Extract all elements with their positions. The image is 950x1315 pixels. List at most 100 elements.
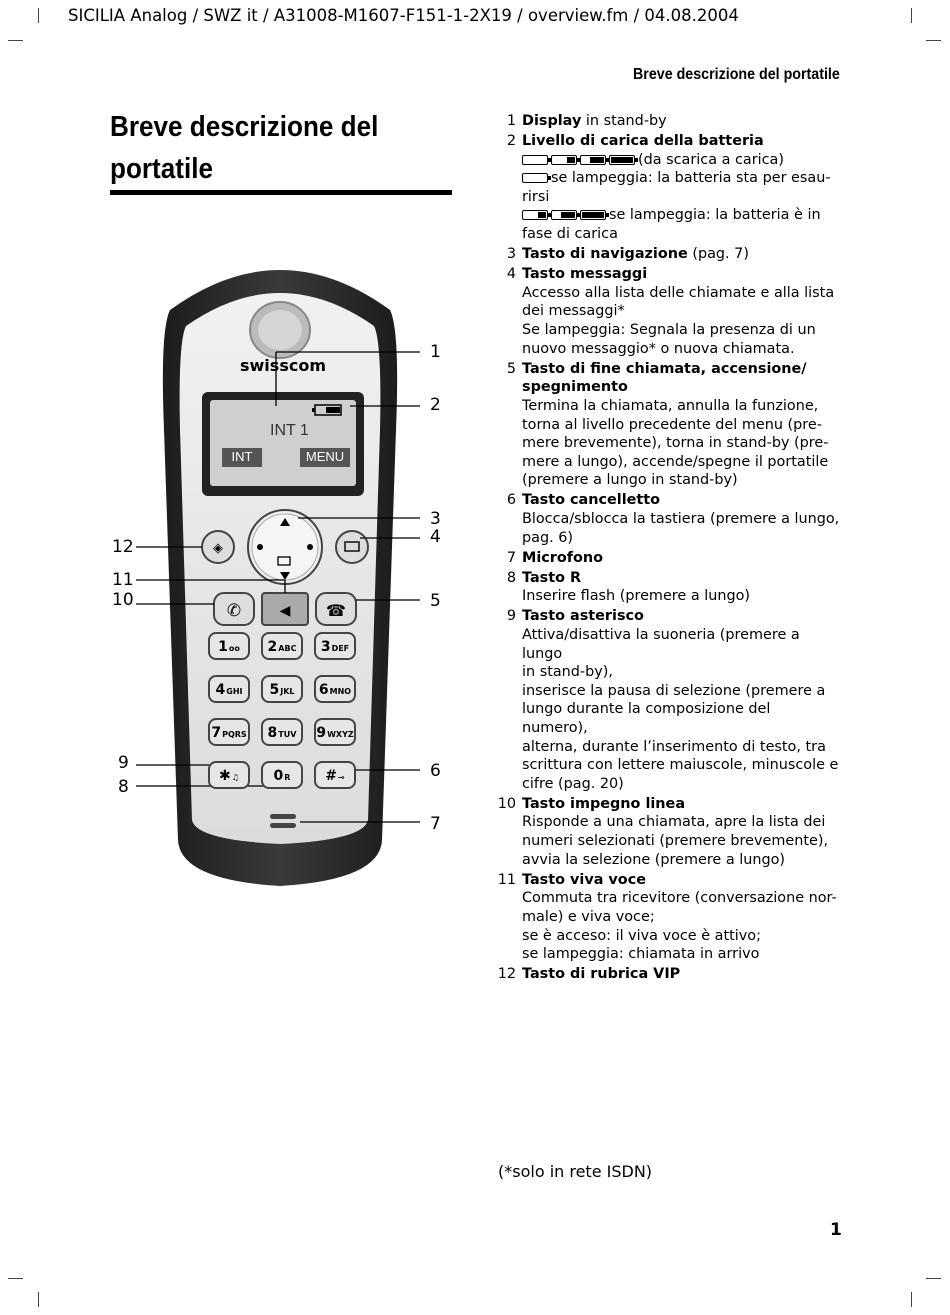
keypad-key: 1oo	[208, 632, 250, 660]
list-item-number: 10	[497, 795, 516, 812]
list-item-text: Risponde a una chiamata, apre la lista d…	[522, 813, 844, 832]
list-item-title: Display	[522, 113, 582, 129]
keypad-key-letters: DEF	[331, 644, 350, 653]
list-item-text: Attiva/disattiva la suoneria (premere a …	[522, 626, 844, 663]
list-item-number: 9	[506, 608, 516, 625]
list-item-text-content: se lampeggia: la batteria è in	[609, 207, 821, 224]
list-item-text-content: numeri selezionati (premere brevemente),	[522, 833, 829, 850]
keypad-key: 3DEF	[314, 632, 356, 660]
title-rule	[110, 190, 452, 195]
keypad-key-digit: 8	[267, 725, 278, 741]
keypad-key-digit: #	[325, 768, 338, 784]
list-item-text: Commuta tra ricevitore (conversazione no…	[522, 889, 844, 908]
list-item-text: fase di carica	[522, 225, 844, 244]
list-item-title-line: spegnimento	[522, 379, 628, 396]
callout-number: 3	[430, 509, 441, 529]
list-item-text: mere brevemente), torna in stand-by (pre…	[522, 434, 844, 453]
page-title-line: Breve descrizione del	[110, 111, 379, 143]
crop-mark	[38, 8, 39, 23]
list-item-text: lungo durante la composizione del	[522, 700, 844, 719]
list-item-text-content: Accesso alla lista delle chiamate e alla…	[522, 284, 835, 301]
keypad-key-letters: GHI	[226, 687, 243, 696]
list-item-text: alterna, durante l’inserimento di testo,…	[522, 738, 844, 757]
crop-mark	[926, 40, 941, 41]
list-item-text-content: dei messaggi*	[522, 303, 625, 320]
callout-number: 11	[112, 570, 134, 590]
battery-icon	[522, 210, 551, 221]
list-item-text: cifre (pag. 20)	[522, 775, 844, 794]
keypad-key-digit: 2	[267, 639, 278, 655]
keypad-key-digit: 1	[218, 639, 228, 655]
list-item-title-line: Tasto di fine chiamata, accensione/	[522, 360, 807, 377]
battery-icon	[580, 210, 609, 221]
list-item-number: 4	[506, 266, 516, 283]
list-item-text: se lampeggia: la batteria è in	[522, 206, 844, 225]
list-item-text: se lampeggia: la batteria sta per esau-	[522, 169, 844, 188]
list-item-text: Termina la chiamata, annulla la funzione…	[522, 397, 844, 416]
crop-mark	[926, 1278, 941, 1279]
svg-text:✆: ✆	[227, 601, 241, 621]
list-item-text-content: Inserire flash (premere a lungo)	[522, 588, 751, 605]
list-item-title: Microfono	[522, 549, 604, 566]
list-item-text-content: Risponde a una chiamata, apre la lista d…	[522, 814, 826, 831]
list-item-title: Tasto asterisco	[522, 608, 644, 625]
list-item-text-content: scrittura con lettere maiuscole, minusco…	[522, 757, 839, 774]
keypad-key: 2ABC	[261, 632, 303, 660]
keypad-key-letters: oo	[228, 644, 240, 653]
crop-mark	[38, 1292, 39, 1307]
list-item-text-content: pag. 6)	[522, 529, 574, 546]
list-item-text: numeri selezionati (premere brevemente),	[522, 832, 844, 851]
list-item-text: numero),	[522, 719, 844, 738]
handset-drawing: ◈ ✆ ◀ ☎	[136, 270, 420, 886]
keypad-key-letters: ♫	[231, 773, 239, 782]
keypad-key-letters: R	[284, 773, 291, 782]
keypad-key-digit: 4	[215, 682, 226, 698]
list-item-number: 2	[506, 133, 516, 150]
list-item-text-content: male) e viva voce;	[522, 908, 655, 925]
list-item-title: Tasto viva voce	[522, 871, 646, 888]
brand-logo: swisscom	[240, 356, 326, 375]
callout-number: 4	[430, 527, 441, 547]
crop-mark	[911, 8, 912, 23]
softkey-int: INT	[231, 449, 253, 464]
list-item-text: se è acceso: il viva voce è attivo;	[522, 927, 844, 946]
keypad-key: #⊸	[314, 761, 356, 789]
list-item-text: inserisce la pausa di selezione (premere…	[522, 682, 844, 701]
list-item-text-content: numero),	[522, 720, 588, 736]
callout-number: 9	[118, 753, 129, 773]
list-item-text-content: Commuta tra ricevitore (conversazione no…	[522, 890, 837, 907]
handset-illustration: ◈ ✆ ◀ ☎ swisscom INT 1 INT MENU 1oo 2ABC 3…	[100, 250, 460, 890]
list-item-text-content: se è acceso: il viva voce è attivo;	[522, 927, 761, 944]
display-text: INT 1	[270, 422, 309, 439]
list-item-text-content: se lampeggia: chiamata in arrivo	[522, 946, 760, 963]
list-item-text: (premere a lungo in stand-by)	[522, 471, 844, 490]
keypad-key-digit: 0	[273, 768, 284, 784]
keypad-key-letters: MNO	[329, 687, 352, 696]
list-item-text: (pag. 7)	[692, 246, 749, 263]
svg-text:☎: ☎	[326, 601, 346, 620]
list-item-text: in stand-by),	[522, 663, 844, 682]
list-item-title: Livello di carica della batteria	[522, 133, 764, 150]
keypad-key-digit: 3	[320, 639, 331, 655]
file-header: SICILIA Analog / SWZ it / A31008-M1607-F…	[68, 6, 739, 25]
list-item-text-content: fase di carica	[522, 226, 618, 243]
keypad-key: 0R	[261, 761, 303, 789]
keypad-key-letters: WXYZ	[327, 730, 354, 739]
list-item-number: 3	[506, 246, 516, 263]
list-item-text-content: in stand-by),	[522, 664, 613, 681]
footnote: (*solo in rete ISDN)	[498, 1162, 653, 1181]
list-item-text-content: torna al livello precedente del menu (pr…	[522, 416, 822, 433]
callout-number: 7	[430, 814, 441, 834]
list-item-title: Tasto messaggi	[522, 266, 648, 283]
softkey-menu: MENU	[305, 449, 345, 464]
callout-number: 8	[118, 777, 129, 797]
list-item-title: Tasto cancelletto	[522, 492, 661, 509]
list-item-number: 6	[506, 492, 516, 509]
list-item-title: Tasto di navigazione	[522, 246, 688, 263]
